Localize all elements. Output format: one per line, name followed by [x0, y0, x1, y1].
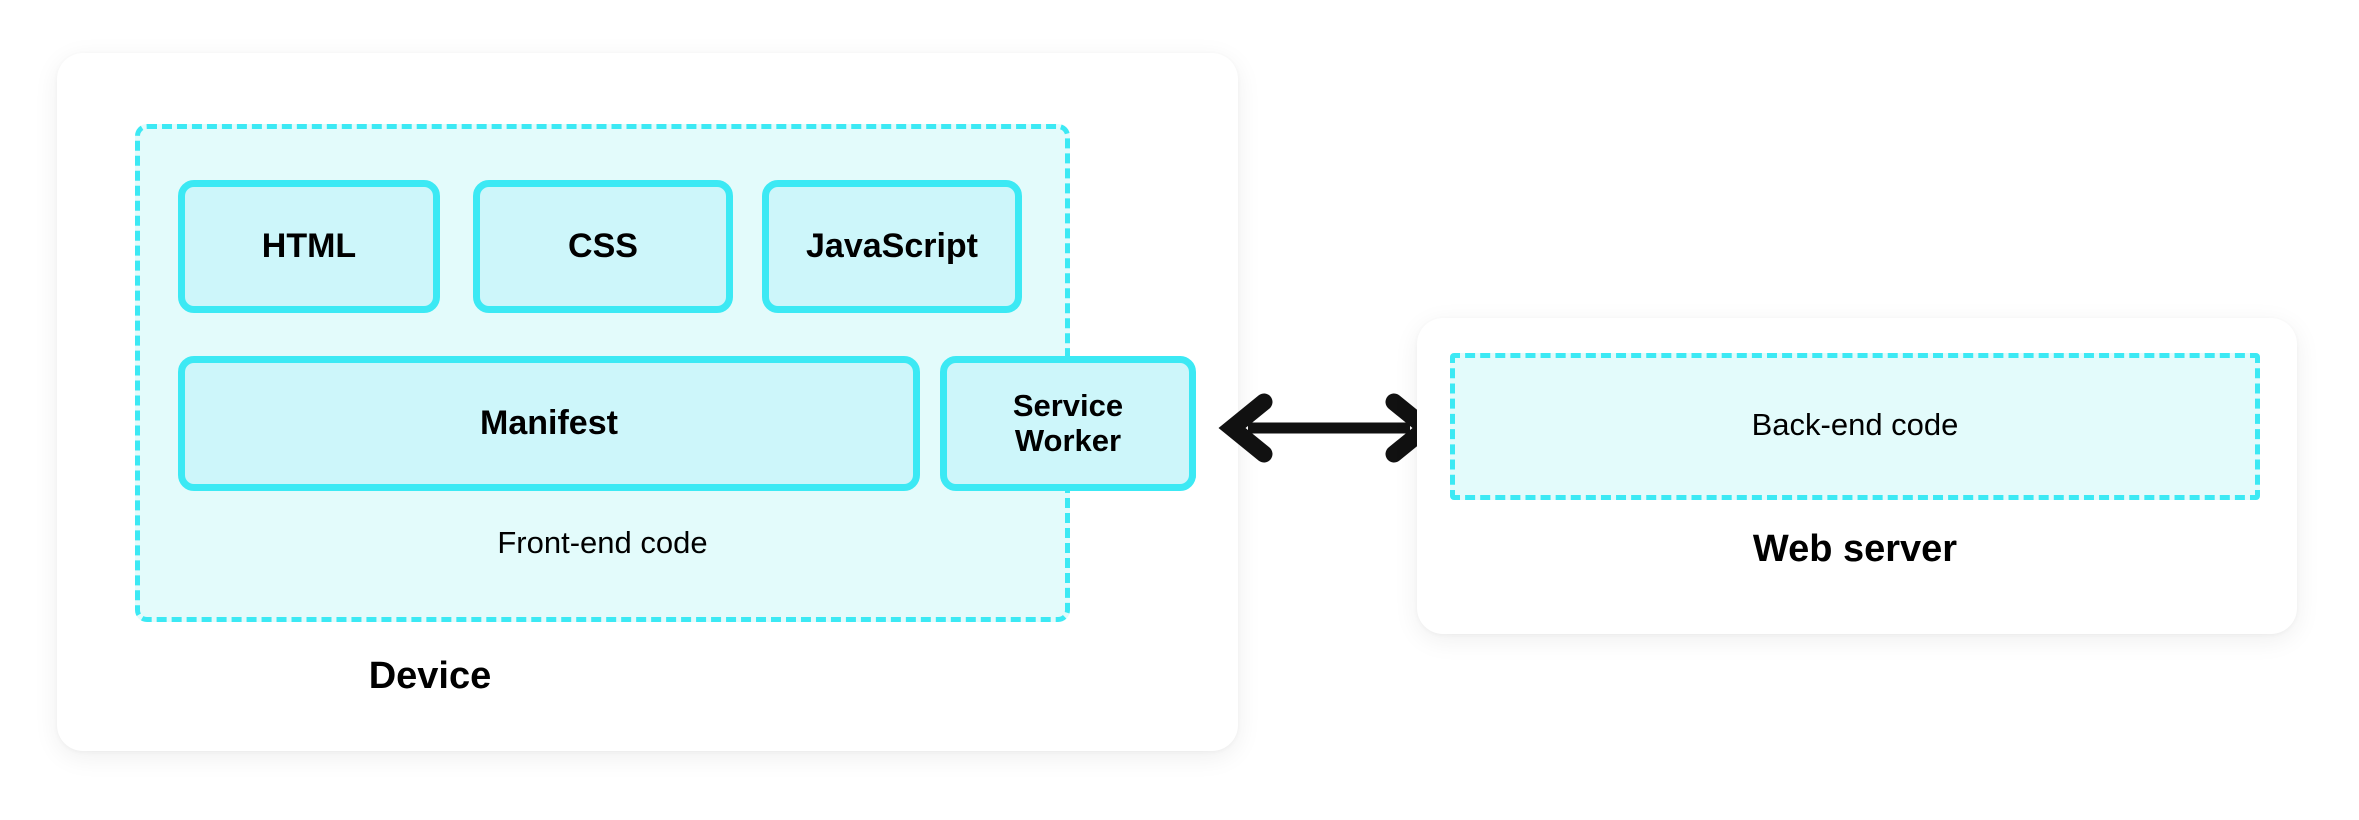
- component-box-manifest[interactable]: Manifest: [178, 356, 920, 491]
- component-label: HTML: [261, 227, 357, 266]
- backend-code-caption: Back-end code: [1751, 407, 1959, 442]
- component-label-line-2: Worker: [1014, 422, 1122, 458]
- component-label: Manifest: [480, 404, 618, 443]
- web-server-caption: Web server: [1752, 528, 1958, 570]
- component-label: CSS: [568, 227, 638, 266]
- component-label: Service Worker: [1012, 387, 1124, 458]
- component-label-line-1: Service: [1012, 387, 1124, 423]
- component-label: JavaScript: [806, 227, 978, 266]
- component-box-javascript[interactable]: JavaScript: [762, 180, 1022, 313]
- component-box-html[interactable]: HTML: [178, 180, 440, 313]
- frontend-code-caption: Front-end code: [497, 525, 708, 560]
- component-box-css[interactable]: CSS: [473, 180, 733, 313]
- bidirectional-arrow-icon: [1218, 393, 1440, 463]
- backend-code-region: [1450, 353, 2260, 500]
- device-caption: Device: [368, 655, 492, 697]
- component-box-service-worker[interactable]: Service Worker: [940, 356, 1196, 491]
